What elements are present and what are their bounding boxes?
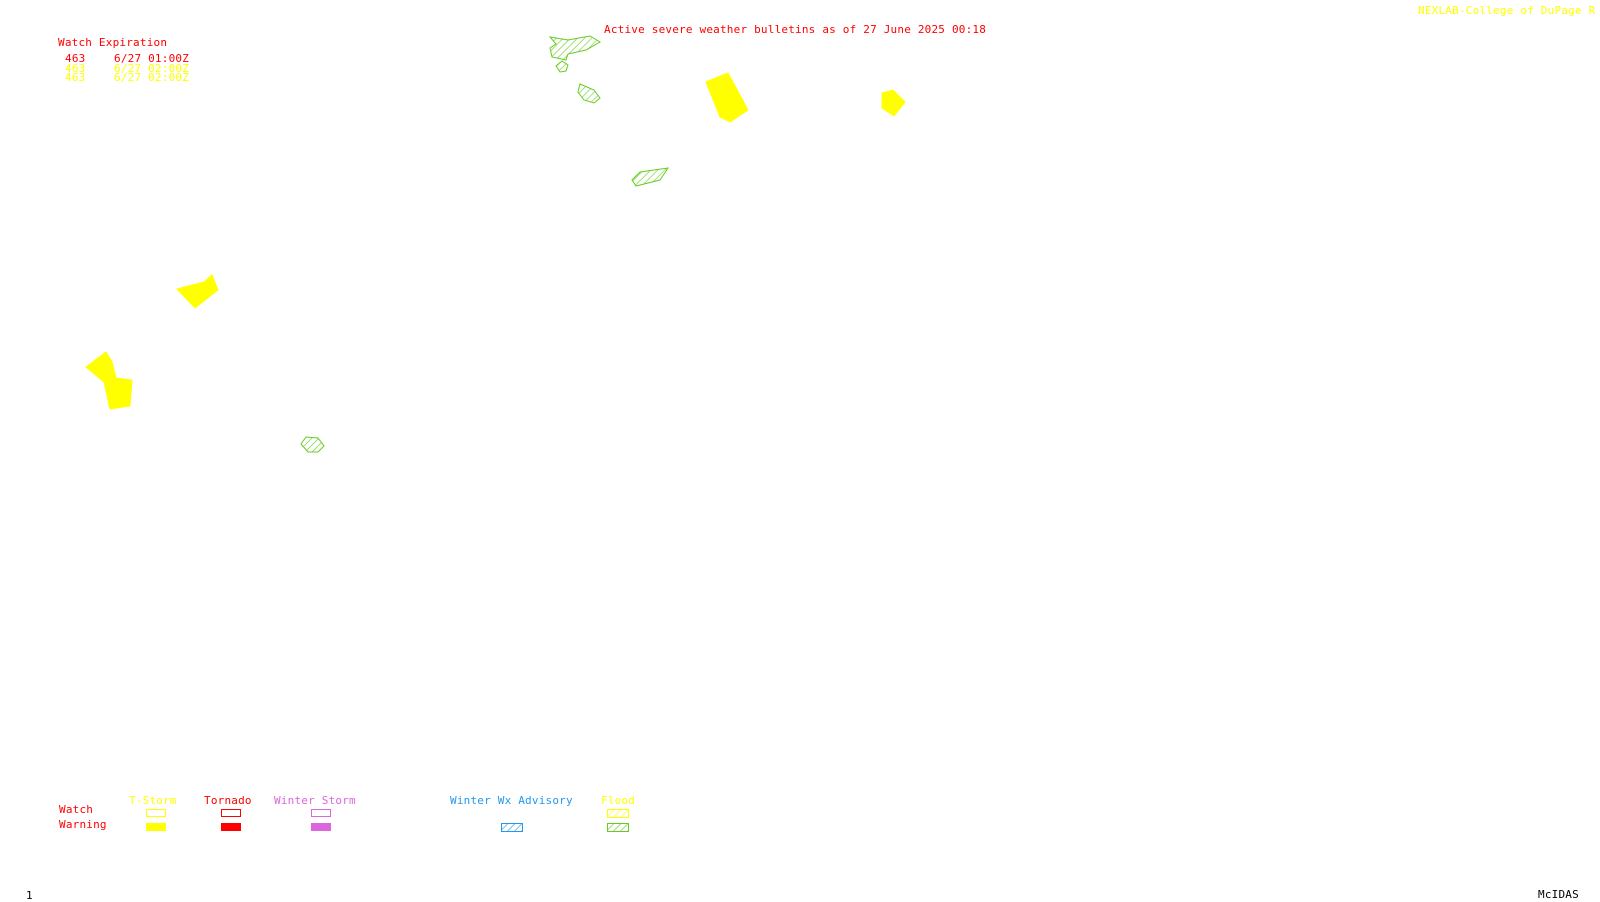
legend-label-flood: Flood — [601, 794, 636, 807]
tornado-warning-swatch — [221, 823, 241, 831]
legend-label-winter-wx-advisory: Winter Wx Advisory — [450, 794, 573, 807]
watch-expiration-heading: Watch Expiration — [58, 36, 168, 49]
frame-number: 1 — [26, 889, 33, 902]
tstorm-warning-swatch — [146, 823, 166, 831]
winter-storm-watch-swatch — [311, 809, 331, 817]
legend-label-winter-storm: Winter Storm — [274, 794, 356, 807]
tstorm-warning-polygon — [881, 89, 906, 117]
flood-warning-polygon — [548, 35, 601, 61]
flood-warning-swatch — [607, 823, 629, 832]
legend-row-watch: Watch — [59, 803, 94, 816]
flood-warning-polygon — [577, 83, 601, 104]
flood-warning-polygon — [631, 167, 670, 187]
software-label: McIDAS — [1538, 888, 1579, 901]
legend-row-warning: Warning — [59, 818, 107, 831]
tstorm-warning-polygon — [705, 72, 749, 123]
winter-wx-advisory-swatch — [501, 823, 523, 832]
legend-label-tornado: Tornado — [204, 794, 252, 807]
flood-warning-polygon — [300, 436, 325, 453]
legend-label-tstorm: T-Storm — [129, 794, 177, 807]
flood-watch-swatch — [607, 809, 629, 818]
watch-id: 463 — [65, 62, 86, 75]
tstorm-watch-swatch — [146, 809, 166, 817]
source-credit: NEXLAB-College of DuPage R — [1418, 4, 1596, 17]
watch-time: 6/27 02:00Z — [114, 71, 190, 84]
bulletin-title: Active severe weather bulletins as of 27… — [604, 23, 987, 36]
flood-warning-polygon — [555, 60, 569, 73]
watch-time: 6/27 01:00Z — [114, 52, 190, 65]
tornado-watch-swatch — [221, 809, 241, 817]
watch-id: 463 — [65, 71, 86, 84]
tstorm-warning-polygon — [176, 274, 219, 309]
winter-storm-warning-swatch — [311, 823, 331, 831]
watch-time: 6/27 02:00Z — [114, 62, 190, 75]
watch-id: 463 — [65, 52, 86, 65]
tstorm-warning-polygon — [85, 351, 133, 410]
